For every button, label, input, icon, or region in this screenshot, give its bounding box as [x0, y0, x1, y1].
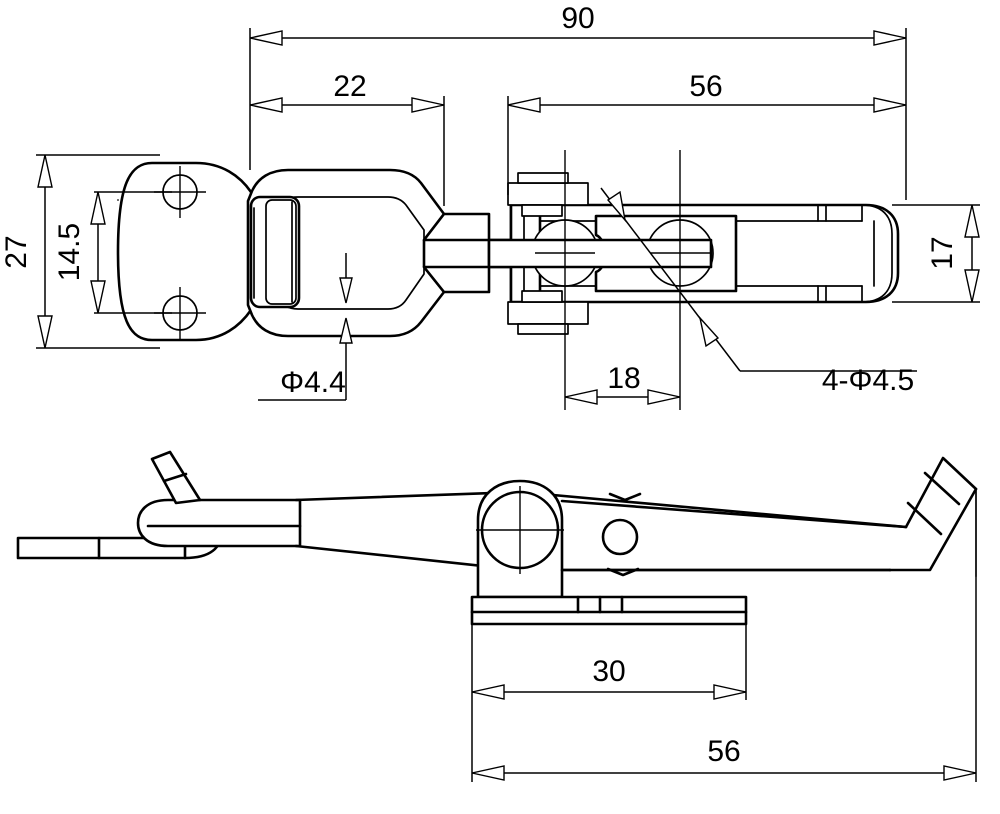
- hook-mount-plate: [116, 161, 258, 342]
- arrow-30-left: [471, 684, 505, 700]
- side-handle-tip-upper: [904, 456, 978, 529]
- dim-label-22: 22: [333, 70, 366, 103]
- side-lever-upper-edge: [294, 490, 908, 529]
- latch-bracket-flange-top-inner: [521, 204, 563, 217]
- arrow-56side-left: [471, 765, 505, 781]
- arrow-18-left: [564, 389, 598, 405]
- arrow-phi45-upper: [606, 190, 627, 223]
- arrow-27-top: [37, 154, 53, 188]
- side-view-assembly: [16, 450, 978, 626]
- side-base-plate: [470, 595, 748, 626]
- side-hook-catch-rib: [162, 472, 188, 483]
- arrow-22-right: [411, 97, 445, 113]
- dim-label-90: 90: [561, 2, 594, 35]
- latch-bracket-flange-top-tab: [517, 172, 569, 184]
- note-label-phi-4-4: Φ4.4: [280, 366, 346, 399]
- arrow-17-bottom: [964, 269, 980, 303]
- arrow-phi44-bottom: [339, 317, 353, 344]
- dim-label-30: 30: [592, 655, 625, 688]
- side-lever-lower-edge: [294, 544, 892, 572]
- dim-label-27: 27: [0, 235, 33, 268]
- side-lever-plate-top: [560, 499, 908, 529]
- latch-body-cap-arc: [861, 204, 893, 303]
- arrow-90-left: [249, 30, 283, 46]
- dim-label-56-side: 56: [707, 735, 740, 768]
- dim-label-14-5: 14.5: [53, 223, 86, 281]
- arrow-56top-left: [507, 97, 541, 113]
- side-hook-loop: [136, 498, 302, 548]
- side-handle-tip-rib-2: [906, 501, 943, 536]
- side-handle-tip-rib-1: [923, 471, 961, 506]
- latch-bracket-flange-top: [507, 182, 589, 206]
- top-view-dimensions: 90 22 56 27 14.5 17: [0, 2, 980, 405]
- arrow-17-top: [964, 204, 980, 238]
- hook-pad-inner: [265, 199, 297, 305]
- arrow-18-right: [647, 389, 681, 405]
- arrow-30-right: [713, 684, 747, 700]
- arrow-145-top: [90, 191, 106, 225]
- arrow-phi44-top: [339, 277, 353, 304]
- dim-label-17: 17: [926, 236, 959, 269]
- arrow-56top-right: [873, 97, 907, 113]
- dim-label-18: 18: [607, 362, 640, 395]
- latch-bracket-flange-bottom-tab: [517, 323, 569, 335]
- dim-label-56-top: 56: [689, 70, 722, 103]
- arrow-22-left: [249, 97, 283, 113]
- note-label-4-phi-4-5: 4-Φ4.5: [822, 364, 914, 397]
- side-lever-nib-top: [608, 492, 642, 502]
- latch-bracket-flange-bottom: [507, 301, 589, 325]
- arrow-27-bottom: [37, 315, 53, 349]
- side-handle-tip-lower: [888, 487, 978, 572]
- top-view-latch-body: [487, 150, 900, 410]
- arrow-phi45-lower: [698, 315, 720, 348]
- side-view-dimensions: 30 56: [471, 576, 977, 782]
- side-lever-small-hole: [601, 518, 639, 556]
- arrow-56side-right: [943, 765, 977, 781]
- arrow-145-bottom: [90, 280, 106, 314]
- arrow-90-right: [873, 30, 907, 46]
- latch-bracket-flange-bottom-inner: [521, 290, 563, 303]
